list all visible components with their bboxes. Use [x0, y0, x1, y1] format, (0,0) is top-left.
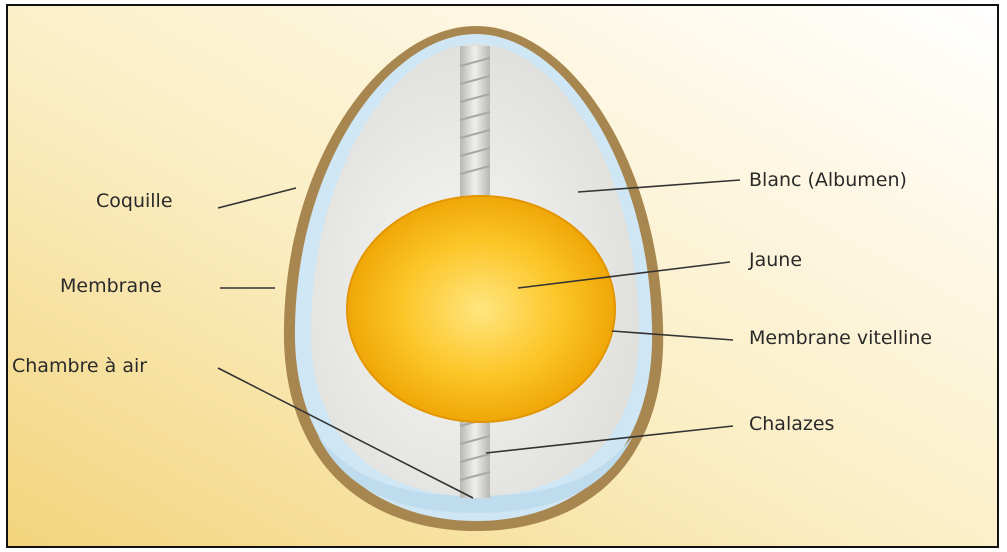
label-chambre-a-air: Chambre à air [12, 357, 147, 376]
yolk [347, 196, 615, 422]
label-membrane: Membrane [60, 277, 162, 296]
label-chalazes: Chalazes [749, 415, 834, 434]
diagram-frame: Coquille Membrane Chambre à air Blanc (A… [6, 4, 999, 548]
label-blanc: Blanc (Albumen) [749, 171, 907, 190]
label-jaune: Jaune [749, 251, 802, 270]
label-membrane-vitelline: Membrane vitelline [749, 329, 932, 348]
label-coquille: Coquille [96, 192, 173, 211]
